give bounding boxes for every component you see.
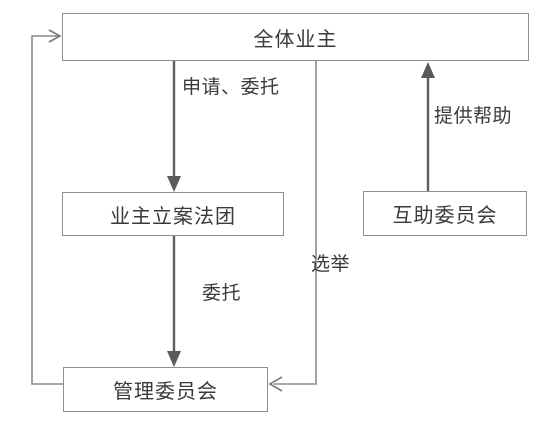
node-all-owners-label: 全体业主	[253, 26, 338, 51]
node-case-team-label: 业主立案法团	[110, 203, 236, 228]
node-mutual-aid-committee: 互助委员会	[363, 191, 527, 236]
arrow-mutual-aid-to-all-owners	[421, 62, 435, 191]
node-mutual-aid-committee-label: 互助委员会	[392, 203, 498, 227]
node-management-committee: 管理委员会	[63, 367, 268, 412]
arrow-case-team-to-management	[167, 236, 181, 367]
arrow-management-to-all-owners	[31, 29, 63, 385]
node-management-committee-label: 管理委员会	[113, 379, 218, 403]
edge-label-apply-entrust: 申请、委托	[182, 76, 280, 98]
node-all-owners: 全体业主	[62, 13, 529, 61]
edge-label-elect: 选举	[311, 253, 351, 275]
arrow-all-owners-to-case-team	[167, 61, 181, 192]
edge-label-provide-help: 提供帮助	[434, 105, 513, 127]
node-case-team: 业主立案法团	[62, 192, 284, 236]
arrow-elect-path	[268, 61, 317, 392]
edge-label-entrust: 委托	[202, 282, 242, 304]
